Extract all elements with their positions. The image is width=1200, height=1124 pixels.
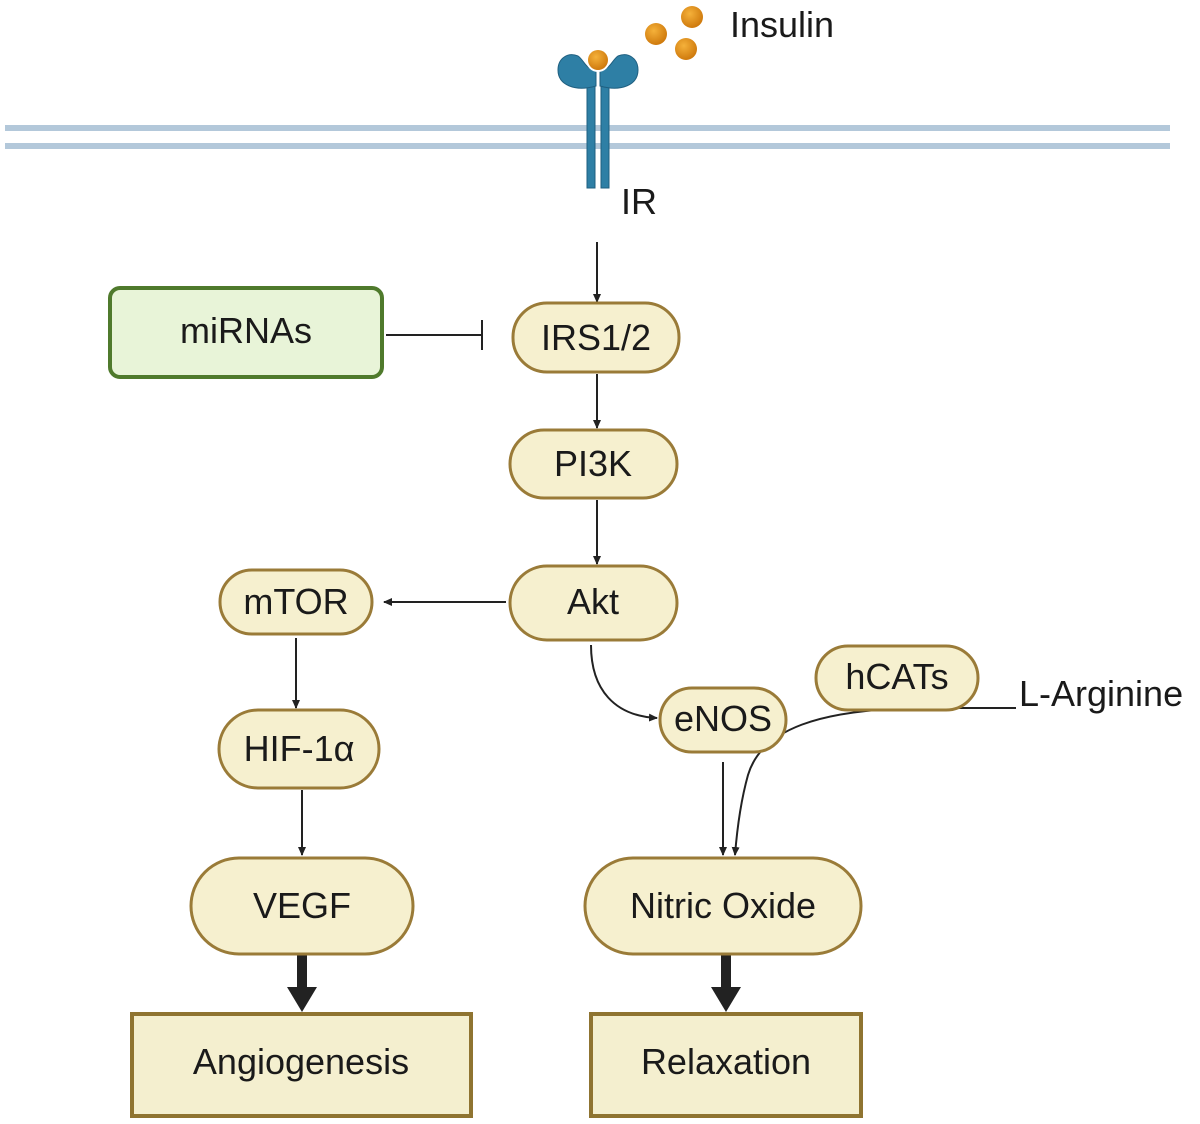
vegf-label: VEGF xyxy=(253,885,351,926)
node-angiogenesis: Angiogenesis xyxy=(130,1012,473,1118)
enos-label: eNOS xyxy=(674,698,772,739)
edge-akt-to-enos xyxy=(590,644,658,722)
irs-label: IRS1/2 xyxy=(541,317,651,358)
insulin-molecule-icon xyxy=(588,6,703,70)
node-enos: eNOS xyxy=(658,686,788,754)
pi3k-label: PI3K xyxy=(554,443,632,484)
node-nitric-oxide: Nitric Oxide xyxy=(583,856,863,956)
node-mirnas: miRNAs xyxy=(108,286,384,379)
angiogenesis-label: Angiogenesis xyxy=(193,1041,409,1082)
node-pi3k: PI3K xyxy=(508,428,679,500)
hif-label: HIF-1α xyxy=(244,728,355,769)
insulin-label: Insulin xyxy=(730,4,834,45)
mirnas-label: miRNAs xyxy=(180,310,312,351)
node-irs: IRS1/2 xyxy=(511,301,681,374)
thick-arrows xyxy=(287,955,741,1012)
node-hif: HIF-1α xyxy=(217,708,381,790)
node-vegf: VEGF xyxy=(189,856,415,956)
node-hcats: hCATs xyxy=(814,644,980,712)
node-relaxation: Relaxation xyxy=(589,1012,863,1118)
akt-label: Akt xyxy=(567,581,619,622)
larginine-label: L-Arginine xyxy=(1019,673,1183,714)
relaxation-label: Relaxation xyxy=(641,1041,811,1082)
mtor-label: mTOR xyxy=(243,581,348,622)
hcats-label: hCATs xyxy=(845,656,948,697)
receptor-label: IR xyxy=(621,181,657,222)
node-akt: Akt xyxy=(508,564,679,642)
nitric-oxide-label: Nitric Oxide xyxy=(630,885,816,926)
node-mtor: mTOR xyxy=(218,568,374,636)
